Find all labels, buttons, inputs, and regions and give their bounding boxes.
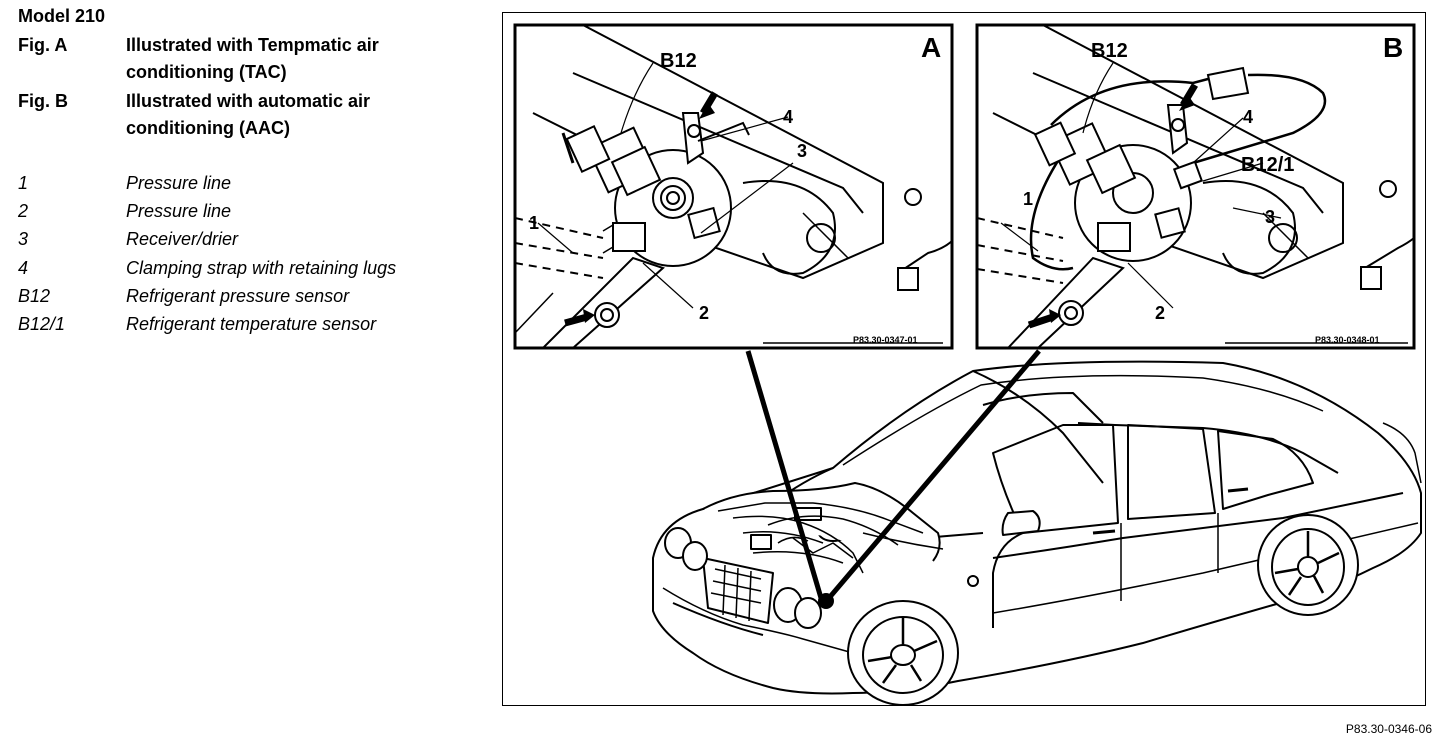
- figure-a-text: Illustrated with Tempmatic air condition…: [126, 35, 379, 82]
- detail-b-label-3: 3: [1265, 207, 1275, 227]
- detail-a-label-b12: B12: [660, 50, 697, 72]
- detail-b: B B12 B12/1 1 2 3 4 P83.30-0348-01: [975, 23, 1416, 350]
- legend-label: Receiver/drier: [126, 229, 239, 249]
- detail-a-label-1: 1: [529, 213, 539, 233]
- detail-a: A B12 1 2 3 4 P83.30-0347-01: [513, 23, 954, 350]
- detail-b-letter: B: [1383, 32, 1403, 63]
- detail-b-label-2: 2: [1155, 303, 1165, 323]
- pointer-lines: [745, 349, 1041, 600]
- legend-key: B12: [18, 286, 51, 306]
- figure-code: P83.30-0346-06: [1345, 722, 1432, 736]
- figure-a-key: Fig. A: [18, 35, 68, 55]
- legend-label: Clamping strap with retaining lugs: [126, 258, 397, 278]
- legend-key: 2: [18, 201, 29, 221]
- legend-key: B12/1: [18, 314, 66, 334]
- legend-label: Refrigerant temperature sensor: [126, 314, 377, 334]
- detail-a-label-4: 4: [783, 107, 793, 127]
- legend-label: Pressure line: [126, 173, 232, 193]
- legend-key: 3: [18, 229, 29, 249]
- detail-b-code: P83.30-0348-01: [1315, 335, 1380, 345]
- detail-b-label-b12-1: B12/1: [1241, 154, 1294, 176]
- model-title: Model 210: [18, 6, 106, 26]
- legend-panel: Model 210 Fig. A Illustrated with Tempma…: [0, 0, 490, 360]
- figure-illustration: A B12 1 2 3 4 P83.30-0347-01: [513, 23, 1422, 706]
- detail-a-label-3: 3: [797, 141, 807, 161]
- detail-b-label-b12: B12: [1091, 40, 1128, 62]
- detail-b-label-1: 1: [1023, 189, 1033, 209]
- figure-frame: A B12 1 2 3 4 P83.30-0347-01: [502, 12, 1426, 706]
- car-illustration: [652, 360, 1422, 706]
- legend-key: 1: [18, 173, 29, 193]
- legend-label: Pressure line: [126, 201, 232, 221]
- figure-b-key: Fig. B: [18, 91, 68, 111]
- detail-a-label-2: 2: [699, 303, 709, 323]
- detail-a-letter: A: [921, 32, 941, 63]
- figure-b-text: Illustrated with automatic air condition…: [126, 91, 371, 138]
- detail-a-code: P83.30-0347-01: [853, 335, 918, 345]
- legend-key: 4: [18, 258, 29, 278]
- detail-b-label-4: 4: [1243, 107, 1253, 127]
- legend-label: Refrigerant pressure sensor: [126, 286, 350, 306]
